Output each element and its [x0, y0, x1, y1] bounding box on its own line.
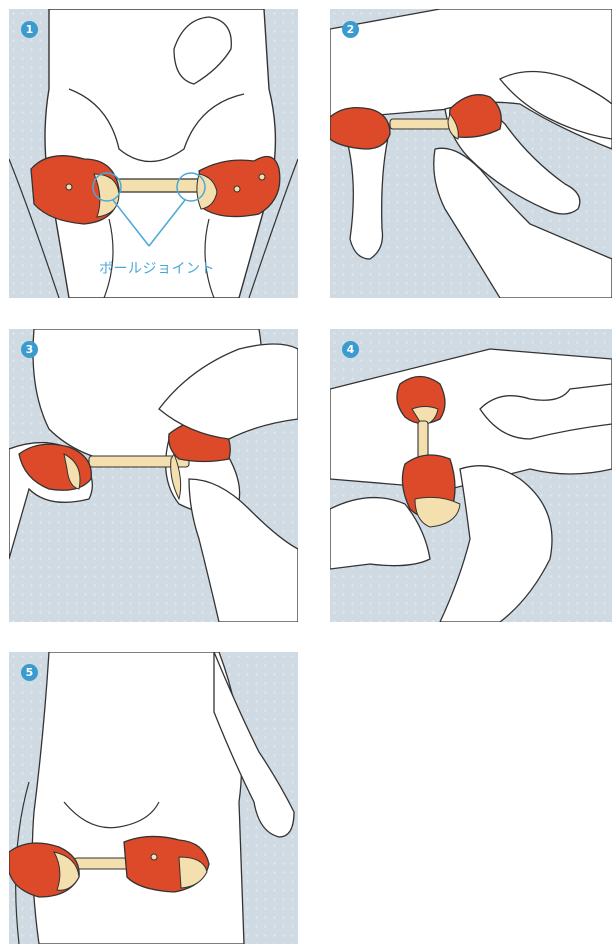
step-3-illustration — [9, 329, 298, 622]
baby-body — [45, 9, 275, 298]
step-1-illustration — [9, 9, 298, 298]
step-1-number-badge: 1 — [21, 21, 38, 38]
step-1-panel: 1 ボールジョイント — [9, 9, 298, 298]
step-4-panel: 4 — [330, 329, 612, 622]
step-2-illustration — [330, 9, 612, 298]
step-4-illustration — [330, 329, 612, 622]
step-3-panel: 3 — [9, 329, 298, 622]
step-2-number-badge: 2 — [342, 21, 359, 38]
step-4-number-badge: 4 — [342, 341, 359, 358]
left-thigh-cuff — [330, 108, 390, 149]
ball-joint-callout-label: ボールジョイント — [99, 258, 215, 278]
step-5-illustration — [9, 652, 298, 944]
step-5-number-badge: 5 — [21, 664, 38, 681]
step-3-number-badge: 3 — [21, 341, 38, 358]
step-5-panel: 5 — [9, 652, 298, 944]
step-2-panel: 2 — [330, 9, 612, 298]
baby-body — [32, 652, 244, 944]
